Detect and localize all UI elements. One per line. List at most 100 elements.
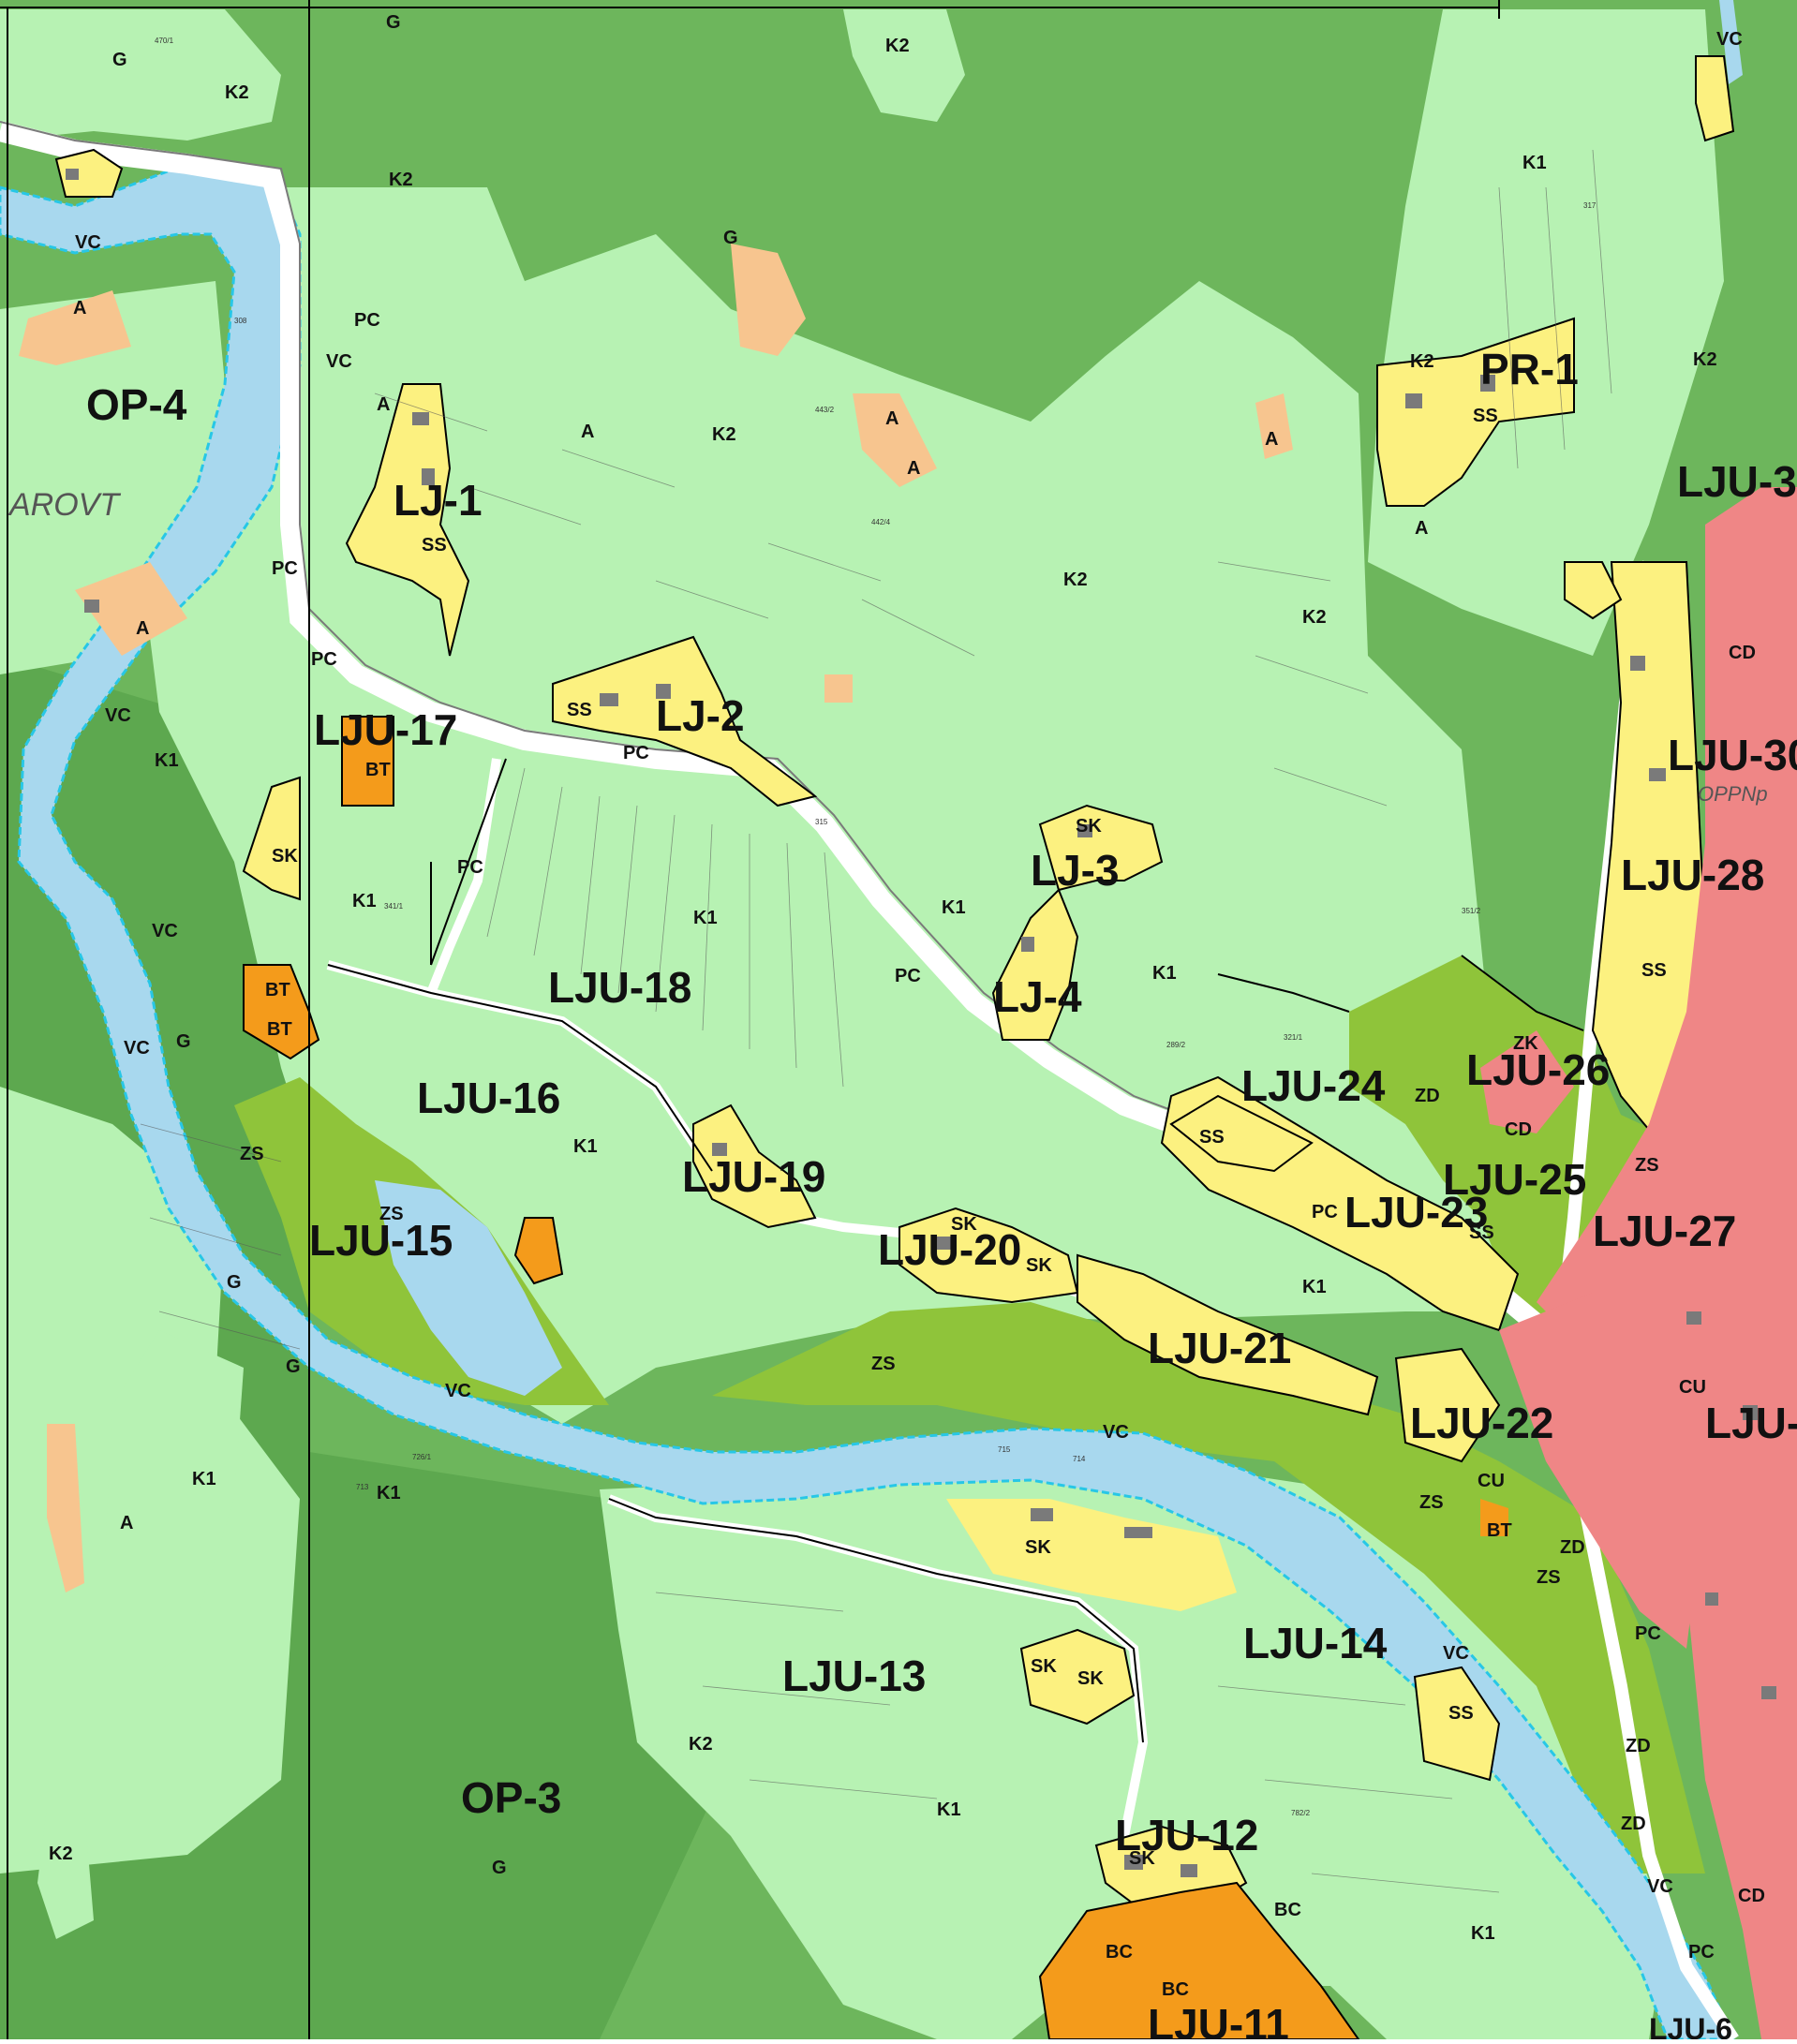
industrial-ljuk17 (341, 716, 394, 807)
use-label: VC (105, 705, 131, 726)
zone-label: LJ-4 (993, 972, 1082, 1021)
use-label: PC (354, 310, 380, 331)
use-label: A (907, 458, 920, 479)
use-label: SS (1473, 406, 1498, 426)
use-label: VC (75, 232, 101, 253)
use-label: A (136, 618, 149, 639)
zone-label: LJU-28 (1621, 851, 1764, 899)
zone-label: LJU-23 (1344, 1188, 1488, 1237)
use-label: K2 (1302, 607, 1327, 628)
settlement-lj1 (345, 383, 470, 657)
parcel-label: 715 (998, 1445, 1011, 1454)
farmstead-7 (824, 674, 853, 703)
zone-label: LJU-21 (1148, 1324, 1291, 1372)
parcel-label: 726/1 (412, 1453, 432, 1461)
use-label: SK (272, 846, 298, 866)
use-label: SS (567, 700, 592, 720)
agri-northwest (0, 9, 281, 141)
use-label: K2 (1410, 351, 1434, 372)
zone-label: LJU-24 (1241, 1061, 1386, 1110)
road-secondary-2 (426, 758, 501, 995)
use-label: K1 (377, 1483, 401, 1503)
use-label: ZK (1513, 1033, 1538, 1054)
zone-label: LJU-14 (1243, 1619, 1388, 1667)
use-label: G (227, 1272, 242, 1293)
farmstead-6 (75, 562, 187, 656)
parcel-label: 713 (356, 1483, 369, 1491)
use-label: SS (422, 535, 447, 555)
use-label: ZD (1621, 1814, 1646, 1834)
zone-label: LJU-12 (1115, 1811, 1258, 1859)
parcel-label: 782/2 (1291, 1809, 1311, 1817)
zone-label: LJU-26 (1466, 1045, 1610, 1094)
use-label: PC (311, 649, 337, 670)
use-label: ZS (1635, 1155, 1659, 1176)
settlement-sk-west (242, 776, 301, 901)
agri-patch (37, 1808, 94, 1939)
use-label: SK (1025, 1537, 1051, 1558)
zone-label: LJU-30 (1668, 731, 1797, 779)
road-main-edge (0, 121, 1397, 1200)
settlement-ljuk21 (1077, 1253, 1379, 1416)
use-label: A (120, 1513, 133, 1533)
use-label: K1 (1302, 1277, 1327, 1297)
parcel-label: 308 (234, 317, 247, 325)
settlement-ne (1695, 55, 1735, 142)
zone-label: LJU-17 (314, 705, 457, 754)
zone-boundaries (308, 0, 1584, 2039)
use-label: K1 (937, 1800, 961, 1820)
use-label: K2 (885, 36, 910, 56)
use-label: SS (1199, 1127, 1225, 1148)
use-label: K1 (573, 1136, 598, 1157)
zone-label: LJU-19 (682, 1152, 825, 1201)
use-label: G (112, 50, 127, 70)
agri-op3-edge (103, 1330, 244, 1686)
use-labels: G G G G G G G K1 K1 K1 K1 K1 K1 K1 K1 K1… (49, 12, 1765, 2000)
use-label: VC (124, 1038, 150, 1059)
use-label: VC (1103, 1422, 1129, 1443)
use-label: VC (152, 921, 178, 941)
river-north (1719, 0, 1743, 84)
use-label: K2 (712, 424, 736, 445)
zone-label: LJU-6 (1649, 2012, 1732, 2039)
settlement-sk-south (1019, 1628, 1136, 1726)
parcel-label: 442/4 (871, 518, 891, 526)
zone-label: LJ-2 (656, 691, 745, 740)
use-label: ZS (871, 1354, 896, 1374)
use-label: K1 (1522, 153, 1547, 173)
use-label: PC (895, 966, 921, 986)
parcel-label: 714 (1073, 1455, 1086, 1463)
use-label: CD (1729, 643, 1756, 663)
zone-label: LJU-34 (1677, 457, 1797, 506)
use-label: CU (1679, 1377, 1706, 1398)
forest-dark-south (309, 1452, 712, 2039)
parcel-label: 289/2 (1166, 1041, 1186, 1049)
parcel-label: 341/1 (384, 902, 404, 911)
zone-label: PR-1 (1480, 345, 1579, 393)
zone-label: LJU-27 (1593, 1207, 1736, 1255)
use-label: K1 (192, 1469, 216, 1489)
zone-label: LJU-1 (1705, 1399, 1797, 1447)
use-label: G (386, 12, 401, 33)
use-label: G (492, 1858, 507, 1878)
industrial-bc (1038, 1881, 1360, 2040)
settlement-nw (54, 148, 124, 198)
industrial-bt-pond (513, 1217, 564, 1285)
settlement-pr1 (1376, 317, 1575, 507)
use-label: ZS (379, 1204, 404, 1224)
zone-label: LJU-11 (1148, 2000, 1289, 2039)
farmstead-3 (853, 393, 937, 487)
use-label: VC (1716, 29, 1743, 50)
industrial-bt-west (243, 964, 320, 1060)
use-label: A (1415, 518, 1428, 539)
use-label: K1 (155, 750, 179, 771)
use-label: SK (1031, 1656, 1057, 1677)
use-label: CD (1505, 1119, 1532, 1140)
use-label: BT (365, 760, 391, 780)
settlement-sk-cluster (946, 1499, 1237, 1611)
use-label: K1 (693, 908, 718, 928)
zone-label: LJU-25 (1443, 1155, 1586, 1204)
parcel-label: 470/1 (155, 37, 174, 45)
zone-label: OP-3 (461, 1773, 561, 1822)
